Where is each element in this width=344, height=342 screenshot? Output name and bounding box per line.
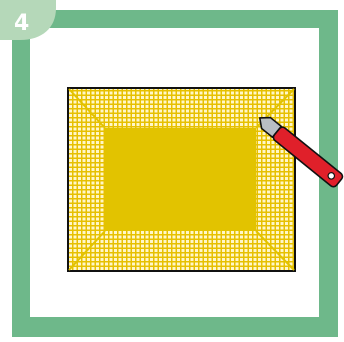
step-number: 4 xyxy=(14,11,29,36)
mesh-sheet xyxy=(67,87,296,272)
utility-knife-icon xyxy=(258,116,344,188)
step-badge: 4 xyxy=(0,0,56,40)
cut-line-bottom-left xyxy=(68,230,106,271)
knife-handle xyxy=(272,126,344,188)
cut-line-top-left xyxy=(68,88,106,129)
knife-screw xyxy=(327,172,336,180)
cut-line-bottom-right xyxy=(255,230,295,271)
mesh-center-panel xyxy=(105,128,256,231)
